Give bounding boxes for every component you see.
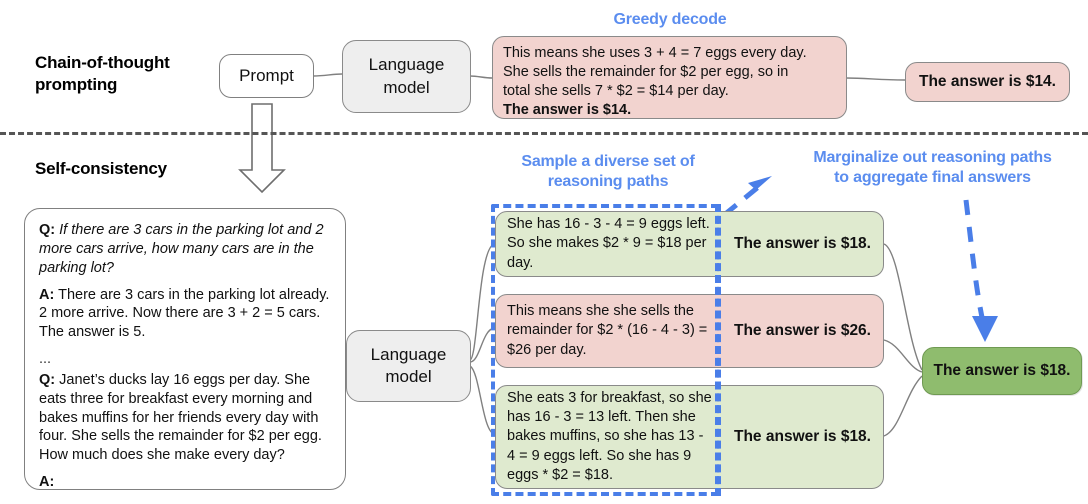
- sc-prompt-box: Q: If there are 3 cars in the parking lo…: [24, 208, 346, 490]
- qa-question-1: Q: If there are 3 cars in the parking lo…: [39, 221, 331, 278]
- cot-final-answer-box: The answer is $14.: [905, 62, 1070, 102]
- cot-output-line-2: She sells the remainder for $2 per egg, …: [503, 63, 789, 80]
- qa-a1-text: There are 3 cars in the parking lot alre…: [39, 286, 330, 341]
- cot-output-line-1: This means she uses 3 + 4 = 7 eggs every…: [503, 45, 807, 61]
- cot-output-box: This means she uses 3 + 4 = 7 eggs every…: [492, 36, 847, 119]
- path-3-answer: The answer is $18.: [734, 427, 871, 445]
- path-2-reasoning: This means she she sells the remainder f…: [507, 303, 708, 358]
- qa-q1-text: If there are 3 cars in the parking lot a…: [39, 222, 324, 276]
- qa-answer-2: A:: [39, 473, 331, 492]
- cot-language-model-label: Language model: [368, 55, 445, 97]
- section-title-self-consistency: Self-consistency: [35, 159, 167, 178]
- caption-sample-paths: Sample a diverse set of reasoning paths: [521, 153, 695, 190]
- sc-language-model-label: Language model: [370, 344, 447, 386]
- qa-a2-label: A:: [39, 474, 55, 491]
- sc-final-answer-label: The answer is $18.: [933, 361, 1071, 379]
- path-box-2: This means she she sells the remainder f…: [495, 294, 884, 368]
- caption-greedy-decode: Greedy decode: [613, 11, 727, 28]
- qa-question-2: Q: Janet’s ducks lay 16 eggs per day. Sh…: [39, 371, 331, 465]
- qa-q2-text: Janet’s ducks lay 16 eggs per day. She e…: [39, 371, 322, 464]
- cot-prompt-box[interactable]: Prompt: [219, 54, 314, 98]
- section-title-cot: Chain-of-thought prompting: [35, 53, 170, 94]
- reasoning-answer-split-line: [717, 204, 721, 496]
- qa-a1-label: A:: [39, 286, 55, 303]
- sc-language-model-box[interactable]: Language model: [346, 330, 471, 402]
- qa-q1-label: Q:: [39, 222, 56, 238]
- path-1-reasoning: She has 16 - 3 - 4 = 9 eggs left. So she…: [507, 216, 710, 271]
- cot-output-line-3: total she sells 7 * $2 = $14 per day.: [503, 82, 729, 99]
- qa-q2-label: Q:: [39, 371, 56, 388]
- qa-answer-1: A: There are 3 cars in the parking lot a…: [39, 286, 331, 343]
- path-box-3: She eats 3 for breakfast, so she has 16 …: [495, 385, 884, 489]
- cot-language-model-box[interactable]: Language model: [342, 40, 471, 113]
- cot-prompt-label: Prompt: [239, 65, 294, 85]
- cot-output-answer-line: The answer is $14.: [503, 101, 632, 118]
- section-divider: [0, 132, 1088, 135]
- path-3-reasoning: She eats 3 for breakfast, so she has 16 …: [507, 389, 712, 483]
- path-box-1: She has 16 - 3 - 4 = 9 eggs left. So she…: [495, 211, 884, 277]
- sc-final-answer-box: The answer is $18.: [922, 347, 1082, 395]
- path-1-answer: The answer is $18.: [734, 234, 871, 252]
- path-2-answer: The answer is $26.: [734, 321, 871, 339]
- caption-marginalize: Marginalize out reasoning paths to aggre…: [813, 149, 1052, 186]
- cot-final-answer-label: The answer is $14.: [919, 72, 1056, 90]
- qa-ellipsis: ...: [39, 351, 52, 368]
- reasoning-paths-highlight: [491, 204, 719, 496]
